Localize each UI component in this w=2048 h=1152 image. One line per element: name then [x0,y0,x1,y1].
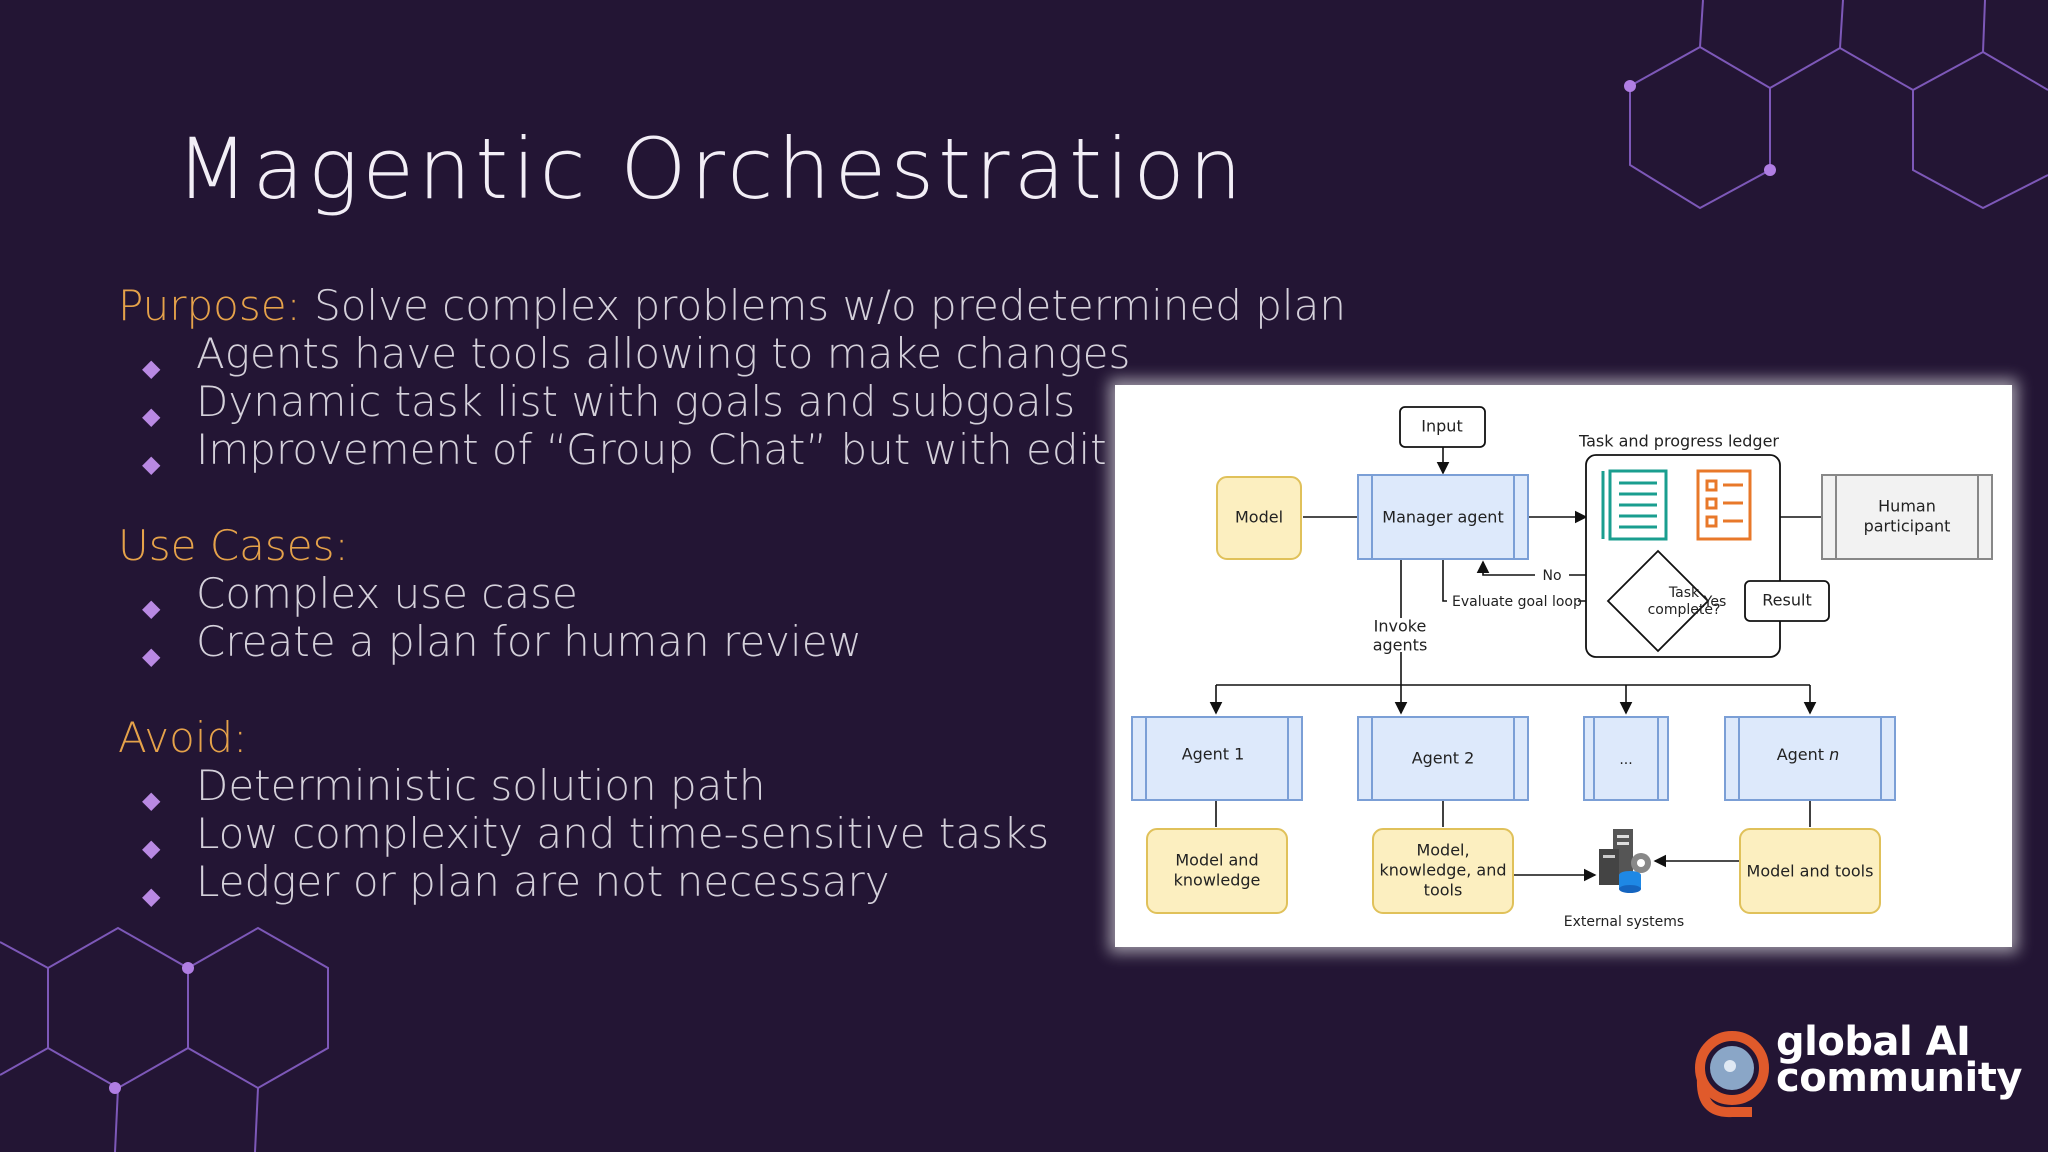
result-label: Result [1762,591,1811,610]
diagram-svg: Input Task and progress ledger Model Man… [1131,406,1993,930]
external-systems-icon [1599,829,1651,893]
diamond-bullet-icon: ◆ [142,594,161,622]
slide-content: Purpose: Solve complex problems w/o pred… [118,281,1346,911]
ledger-title: Task and progress ledger [1578,432,1779,451]
task-complete-label-1: Task [1668,585,1700,601]
agent-ellipsis-label: ... [1619,752,1632,768]
purpose-bullet-list: ◆ Agents have tools allowing to make chan… [118,330,1130,479]
mkt-label-1: Model, [1416,841,1469,860]
external-systems-label: External systems [1564,914,1684,930]
brand-wordmark: global AI community [1776,1019,2022,1101]
yes-label: Yes [1703,594,1727,610]
purpose-line: Purpose: Solve complex problems w/o pred… [118,281,1346,330]
human-participant-label-1: Human [1878,497,1936,516]
slide-title: Magentic Orchestration [176,120,1246,218]
no-label: No [1542,568,1561,584]
agent-n-box [1724,716,1896,801]
bullet-text: Deterministic solution path [196,761,766,810]
manager-agent-label: Manager agent [1382,508,1503,527]
model-knowledge-label-1: Model and [1175,851,1258,870]
bullet-text: Ledger or plan are not necessary [196,857,890,906]
brand-line-2: community [1776,1055,2022,1101]
bullet-text: Agents have tools allowing to make chang… [196,329,1131,378]
diamond-bullet-icon: ◆ [142,354,161,382]
model-label: Model [1235,508,1283,527]
model-tools-box [1739,828,1881,914]
invoke-agents-label-1: Invoke [1374,617,1427,636]
avoid-bullet-list: ◆ Deterministic solution path ◆ Low comple… [118,761,1118,911]
model-box [1216,476,1302,560]
use-cases-bullet-list: ◆ Complex use case ◆ Create a plan for hum… [118,569,1118,671]
human-participant-label-2: participant [1864,517,1951,536]
diamond-bullet-icon: ◆ [142,450,161,478]
diamond-bullet-icon: ◆ [142,642,161,670]
progress-checklist-icon [1696,469,1752,541]
agent-ellipsis-box [1583,716,1669,801]
model-knowledge-label-2: knowledge [1174,871,1261,890]
evaluate-goal-loop-label: Evaluate goal loop [1452,594,1582,610]
human-participant-box [1821,474,1993,560]
input-label: Input [1421,417,1462,436]
agent-1-label: Agent 1 [1182,745,1245,764]
diamond-bullet-icon: ◆ [142,786,161,814]
bullet-text: Create a plan for human review [196,617,862,666]
mkt-label-3: tools [1424,881,1463,900]
input-box [1399,406,1486,448]
task-list-icon [1601,469,1668,541]
list-item: ◆ Ledger or plan are not necessary [118,857,1118,911]
invoke-agents-label-2: agents [1373,636,1428,655]
model-tools-label: Model and tools [1747,862,1874,881]
task-complete-decision [1606,549,1710,653]
list-item: ◆ Improvement of “Group Chat” but with ed… [118,425,1118,479]
avoid-heading: Avoid: [118,713,248,762]
bullet-text: Complex use case [196,569,578,618]
agent-n-label: Agent n [1777,745,1840,764]
result-box [1744,580,1830,622]
mkt-label-2: knowledge, and [1380,861,1507,880]
diamond-bullet-icon: ◆ [142,402,161,430]
list-item: ◆ Agents have tools allowing to make chan… [118,330,1130,383]
list-item: ◆ Deterministic solution path [118,761,1118,815]
list-item: ◆ Dynamic task list with goals and subgoa… [118,377,1118,431]
diamond-bullet-icon: ◆ [142,834,161,862]
agent-2-box [1357,716,1529,801]
brand-line-1: global AI [1776,1019,1971,1065]
orchestration-diagram: Input Task and progress ledger Model Man… [1115,385,2012,947]
bullet-text: Dynamic task list with goals and subgoal… [196,377,1076,426]
list-item: ◆ Complex use case [118,569,1118,623]
use-cases-heading: Use Cases: [118,521,349,570]
global-ai-community-logo-icon [1695,1031,1769,1118]
manager-agent-box [1357,474,1529,560]
model-knowledge-tools-box [1372,828,1514,914]
agent-2-label: Agent 2 [1412,749,1475,768]
purpose-label: Purpose: [118,281,301,330]
task-complete-label-2: complete? [1648,602,1721,618]
bullet-text: Low complexity and time-sensitive tasks [196,809,1050,858]
list-item: ◆ Low complexity and time-sensitive tasks [118,809,1118,863]
agent-1-box [1131,716,1303,801]
diamond-bullet-icon: ◆ [142,882,161,910]
purpose-text: Solve complex problems w/o predetermined… [300,281,1346,330]
model-knowledge-box [1146,828,1288,914]
bullet-text: Improvement of “Group Chat” but with edi… [196,425,1107,474]
list-item: ◆ Create a plan for human review [118,617,1118,671]
